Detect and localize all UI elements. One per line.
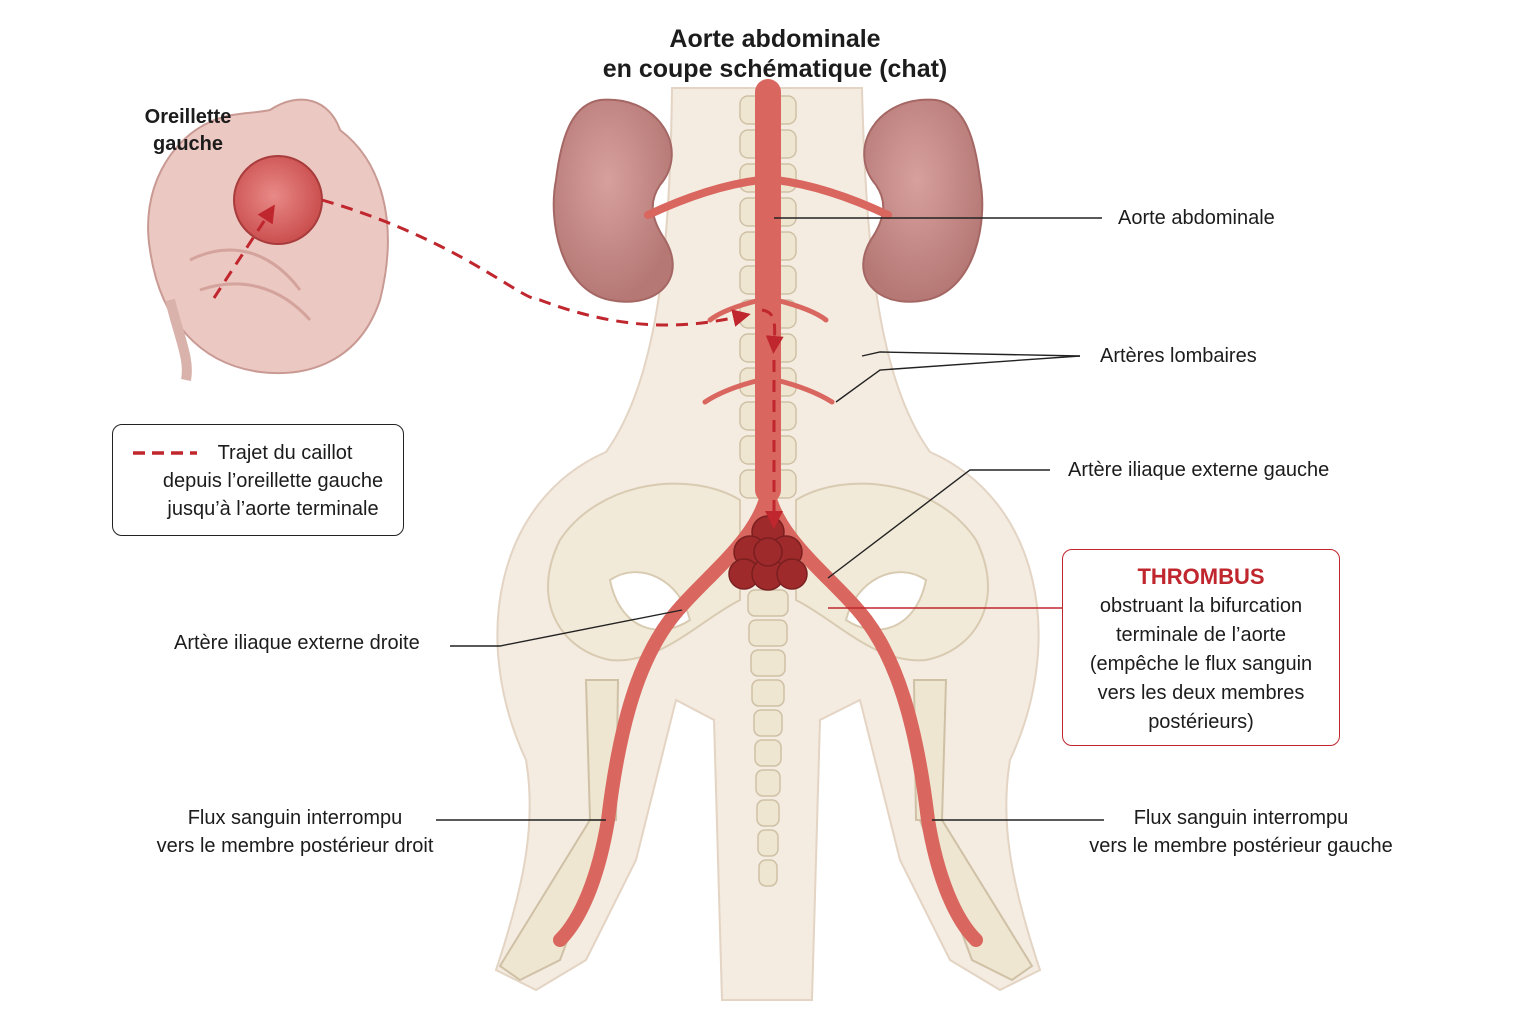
arteries [553, 79, 983, 947]
title-line2: en coupe schématique (chat) [602, 55, 948, 83]
right-iliac-label: Artère iliaque externe droite [174, 632, 420, 654]
left-atrium-label: Oreillette gauche [118, 104, 258, 158]
left-atrium-label-line1: Oreillette [144, 106, 232, 128]
right-flow-line2: vers le membre postérieur droit [156, 835, 434, 857]
thrombus-description: obstruant la bifurcation terminale de l’… [1063, 592, 1339, 737]
aorta-label: Aorte abdominale [1118, 207, 1275, 229]
thrombus-desc-line1: obstruant la bifurcation [1099, 595, 1303, 617]
right-flow-label: Flux sanguin interrompu vers le membre p… [148, 804, 442, 860]
heart-inset [147, 98, 389, 381]
right-flow-line1: Flux sanguin interrompu [187, 807, 403, 829]
kidneys [552, 98, 984, 303]
left-iliac-label: Artère iliaque externe gauche [1068, 459, 1330, 481]
thrombus-desc-line2: terminale de l’aorte [1115, 624, 1287, 646]
thrombus-callout: THROMBUS obstruant la bifurcation termin… [1062, 549, 1340, 746]
legend-line2: depuis l’oreillette gauche [162, 470, 384, 492]
legend-dash-icon [133, 451, 197, 455]
thrombus-title: THROMBUS [1137, 564, 1265, 589]
thrombus-desc-line4: vers les deux membres [1097, 682, 1305, 704]
left-flow-line2: vers le membre postérieur gauche [1089, 835, 1393, 857]
title-line1: Aorte abdominale [669, 25, 881, 53]
diagram-title: Aorte abdominale en coupe schématique (c… [560, 24, 990, 84]
thrombus-desc-line3: (empêche le flux sanguin [1089, 653, 1313, 675]
leader-lines [436, 217, 1104, 821]
thrombus-desc-line5: postérieurs) [1148, 711, 1254, 733]
legend-line1: Trajet du caillot [217, 442, 353, 464]
lumbar-arteries-label: Artères lombaires [1100, 345, 1257, 367]
legend-box: Trajet du caillot depuis l’oreillette ga… [112, 424, 404, 536]
left-atrium-label-line2: gauche [152, 133, 224, 155]
left-flow-line1: Flux sanguin interrompu [1133, 807, 1349, 829]
legend-text: Trajet du caillot depuis l’oreillette ga… [143, 439, 403, 523]
clot-path [212, 198, 784, 529]
hind-limb-bones [498, 679, 1034, 982]
legend-line3: jusqu’à l’aorte terminale [167, 498, 379, 520]
left-flow-label: Flux sanguin interrompu vers le membre p… [1080, 804, 1402, 860]
